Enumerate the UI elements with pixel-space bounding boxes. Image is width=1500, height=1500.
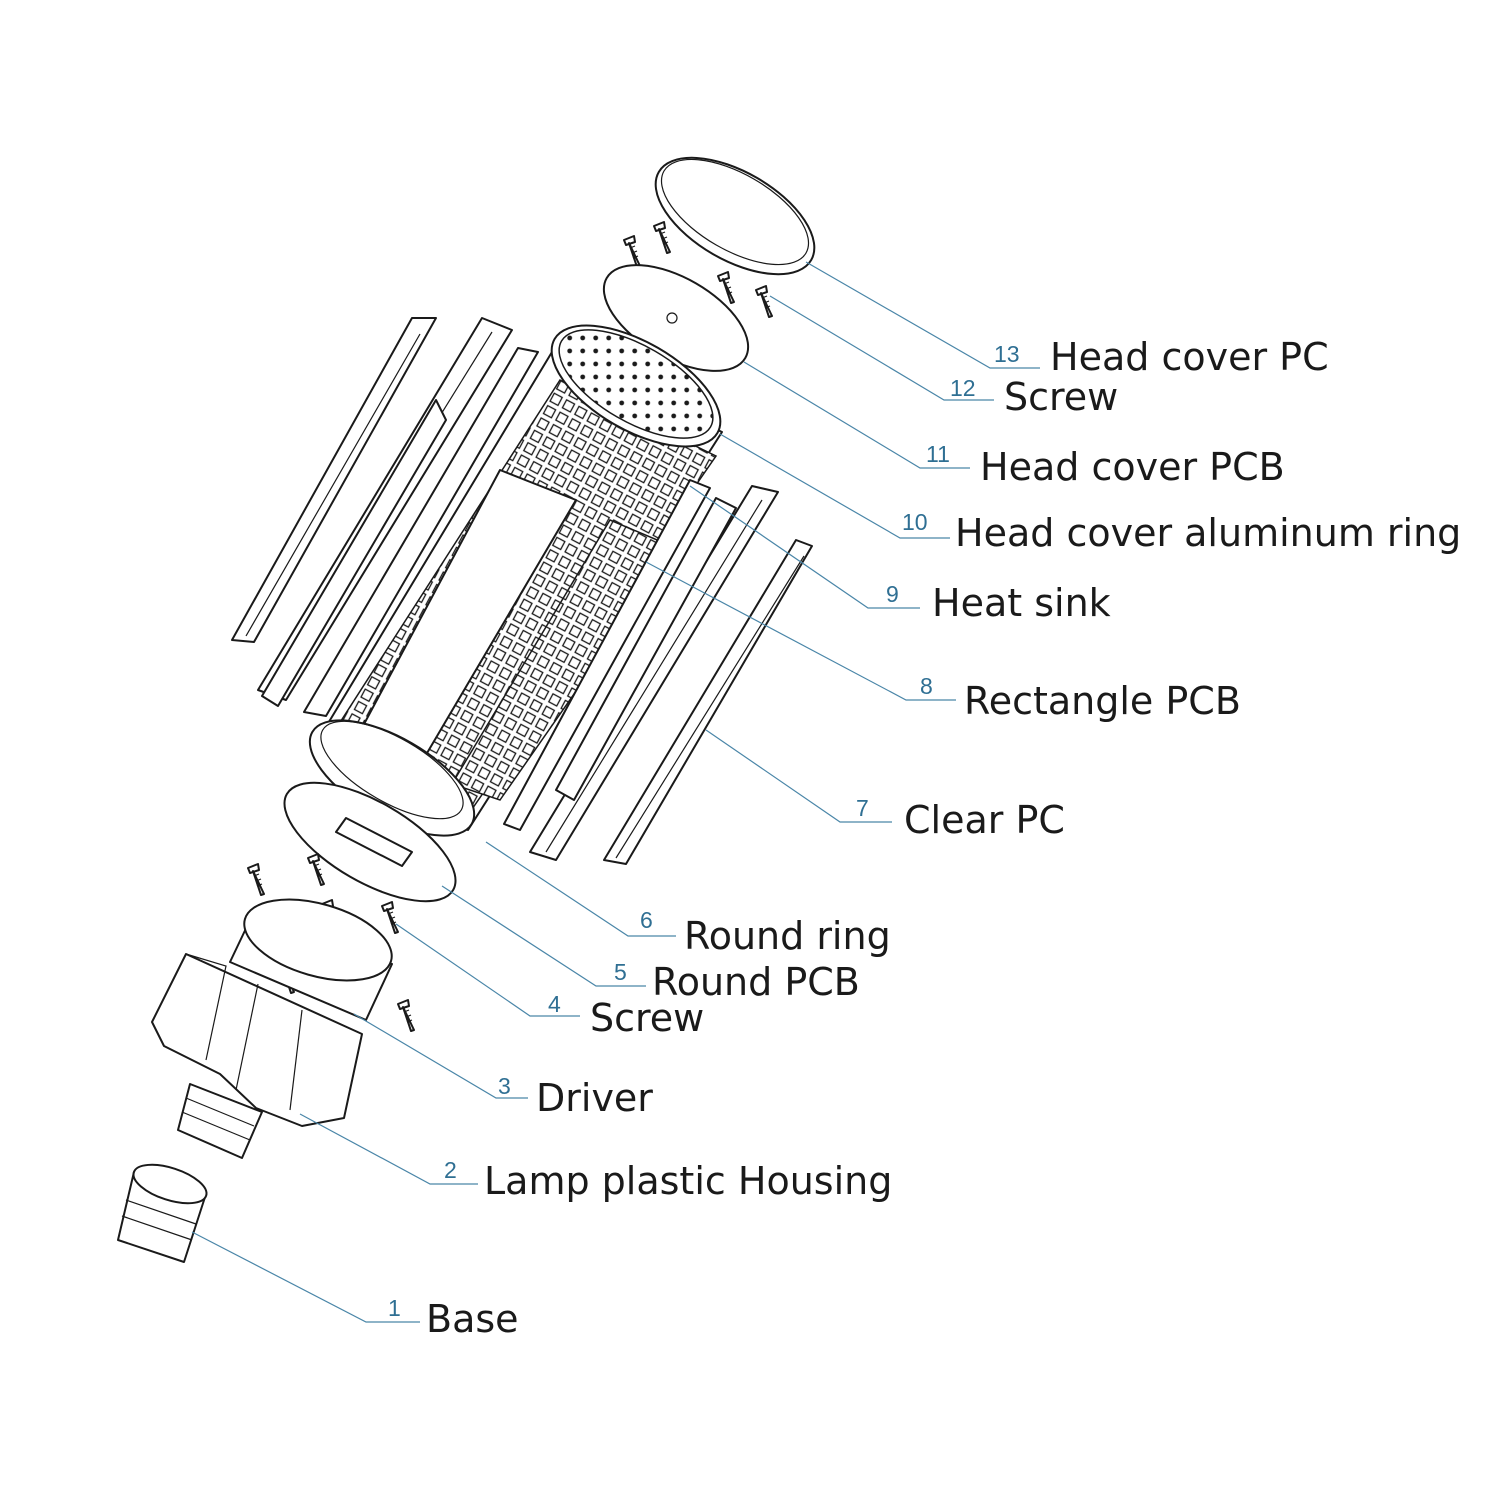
callout-label: Screw [1004,375,1118,419]
callout-number: 5 [614,959,627,985]
callout-number: 3 [498,1073,511,1099]
heat-sink-body [308,351,723,837]
callout-number: 6 [640,907,653,933]
callout-11: 11 Head cover PCB [926,441,1285,489]
callout-5: 5 Round PCB [614,959,860,1004]
callout-label: Heat sink [932,581,1111,625]
callout-label: Rectangle PCB [964,679,1241,723]
callout-label: Head cover PC [1050,335,1329,379]
callout-8: 8 Rectangle PCB [920,673,1241,723]
head-cover-pc [654,156,816,276]
callout-number: 11 [926,441,950,467]
callout-13: 13 Head cover PC [994,335,1329,379]
callout-number: 10 [902,509,928,535]
callout-label: Head cover PCB [980,445,1285,489]
callout-number: 4 [548,991,561,1017]
callout-number: 13 [994,341,1020,367]
round-pcb [283,781,457,903]
callout-label: Lamp plastic Housing [484,1159,892,1203]
callout-number: 12 [950,375,976,401]
lamp-plastic-housing [151,953,363,1159]
callout-9: 9 Heat sink [886,581,1111,625]
callout-label: Head cover aluminum ring [955,511,1461,555]
callout-label: Round ring [684,914,891,958]
driver [229,898,393,1021]
callout-number: 8 [920,673,933,699]
callout-label: Screw [590,996,704,1040]
clear-pc-strips-left [231,317,539,717]
base [117,1163,208,1263]
callout-label: Clear PC [904,798,1065,842]
callout-10: 10 Head cover aluminum ring [902,509,1461,555]
clear-pc-strips-right [503,479,813,865]
callout-label: Round PCB [652,960,860,1004]
callout-12: 12 Screw [950,375,1118,419]
callout-number: 2 [444,1157,457,1183]
leader-lines [191,261,1040,1323]
callout-7: 7 Clear PC [856,795,1065,842]
callout-3: 3 Driver [498,1073,653,1120]
callout-4: 4 Screw [548,991,704,1040]
callout-label: Base [426,1297,519,1341]
callout-label: Driver [536,1076,653,1120]
callout-number: 7 [856,795,869,821]
callout-2: 2 Lamp plastic Housing [444,1157,892,1203]
callout-6: 6 Round ring [640,907,891,958]
callout-number: 9 [886,581,899,607]
head-cover-aluminum-ring [550,324,722,448]
callout-number: 1 [388,1295,401,1321]
callout-1: 1 Base [388,1295,519,1341]
